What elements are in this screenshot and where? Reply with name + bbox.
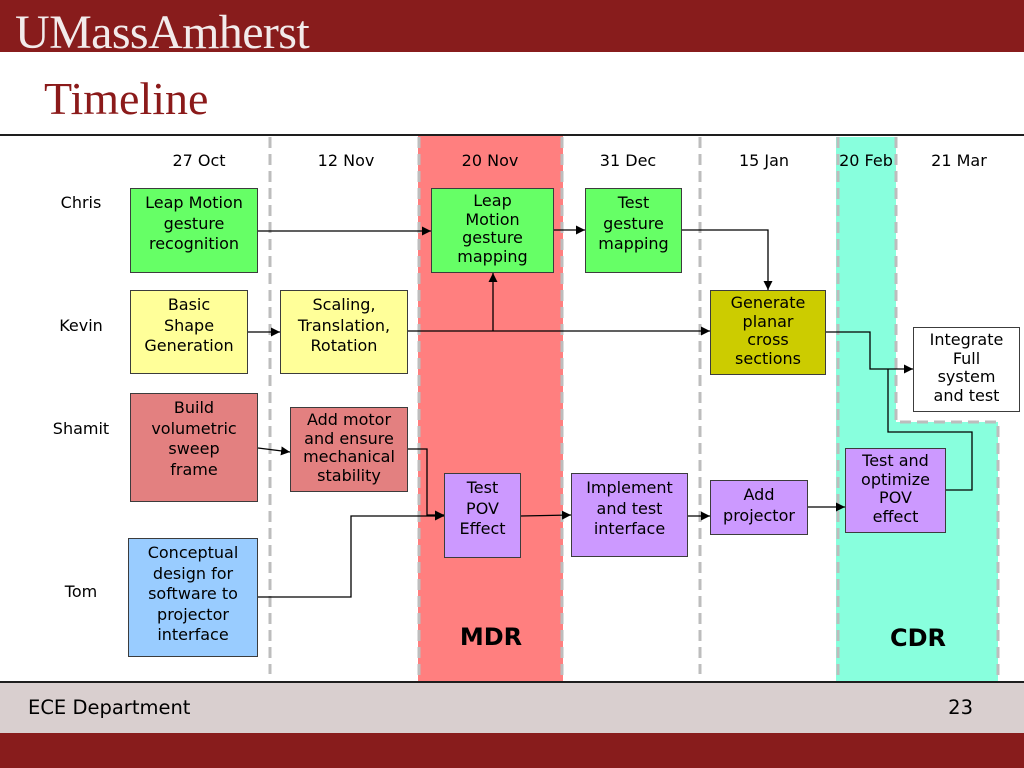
date-label-15-jan: 15 Jan [738, 151, 790, 170]
footer-department: ECE Department [28, 696, 191, 719]
date-label-20-nov: 20 Nov [461, 151, 519, 170]
header-banner: UMassAmherst [0, 0, 1024, 52]
task-test-gesture-mapping: Test gesture mapping [585, 188, 682, 273]
task-test-pov-effect: Test POV Effect [444, 473, 521, 558]
date-label-20-feb: 20 Feb [839, 151, 893, 170]
task-basic-shape-generation: Basic Shape Generation [130, 290, 248, 374]
umass-amherst-logo: UMassAmherst [15, 6, 310, 53]
arrow-cross-sections-to-integrate [826, 331, 913, 374]
date-label-12-nov: 12 Nov [317, 151, 375, 170]
task-add-motor-stability: Add motor and ensure mechanical stabilit… [290, 407, 408, 492]
task-leap-motion-gesture-mapping: Leap Motion gesture mapping [431, 188, 554, 273]
date-label-31-dec: 31 Dec [599, 151, 657, 170]
milestone-label-mdr: MDR [459, 623, 523, 651]
bottom-divider-line [0, 681, 1024, 683]
date-label-27-oct: 27 Oct [172, 151, 226, 170]
person-label-tom: Tom [64, 582, 98, 601]
slide-title: Timeline [44, 73, 209, 124]
task-implement-test-interface: Implement and test interface [571, 473, 688, 557]
bottom-banner [0, 733, 1024, 768]
cdr-milestone-region [836, 137, 998, 682]
arrow-conceptual-design-to-test-pov [258, 511, 444, 598]
cdr-region-outline [894, 137, 1000, 681]
task-add-projector: Add projector [710, 480, 808, 535]
task-generate-planar-cross-sections: Generate planar cross sections [710, 290, 826, 375]
arrow-sweep-frame-to-motor [257, 446, 291, 456]
arrow-test-pov-to-interface [520, 510, 572, 520]
top-divider-line [0, 134, 1024, 136]
person-label-shamit: Shamit [52, 419, 110, 438]
person-label-chris: Chris [60, 193, 102, 212]
arrow-test-mapping-to-cross-sections [682, 229, 773, 290]
footer-band: ECE Department 23 [0, 683, 1024, 733]
person-label-kevin: Kevin [59, 316, 103, 335]
task-build-volumetric-sweep-frame: Build volumetric sweep frame [130, 393, 258, 502]
task-conceptual-design-software: Conceptual design for software to projec… [128, 538, 258, 657]
milestone-label-cdr: CDR [889, 624, 947, 652]
slide-number: 23 [948, 696, 973, 719]
arrow-optimize-to-integrate [887, 369, 973, 491]
task-integrate-full-system: Integrate Full system and test [913, 327, 1020, 412]
task-leap-motion-gesture-recognition: Leap Motion gesture recognition [130, 188, 258, 273]
task-scaling-translation-rotation: Scaling, Translation, Rotation [280, 290, 408, 374]
task-test-optimize-pov-effect: Test and optimize POV effect [845, 448, 946, 533]
date-label-21-mar: 21 Mar [931, 151, 987, 170]
